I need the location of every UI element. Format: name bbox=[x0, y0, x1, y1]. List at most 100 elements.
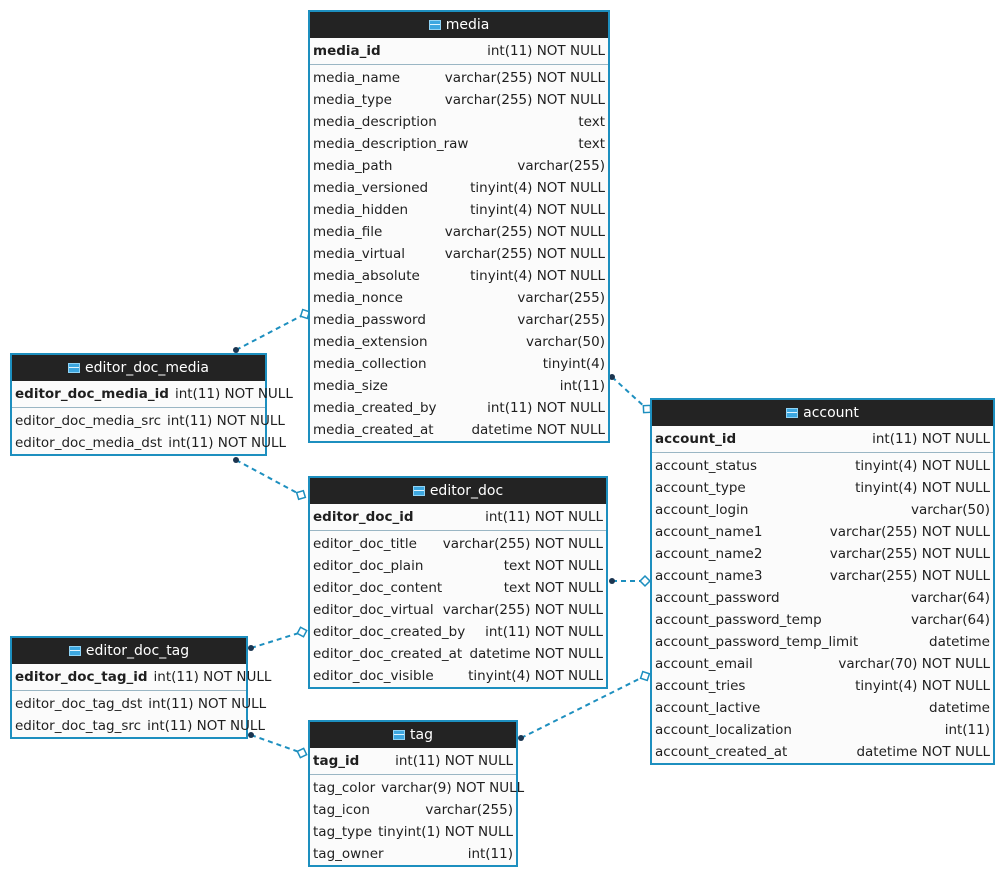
column-name: editor_doc_tag_src bbox=[15, 718, 142, 734]
column-name: editor_doc_tag_id bbox=[15, 669, 148, 685]
column-name: media_virtual bbox=[313, 246, 405, 262]
column-type: int(11) NOT NULL bbox=[174, 386, 293, 402]
column-name: media_created_by bbox=[313, 400, 437, 416]
table-header[interactable]: media bbox=[310, 12, 608, 38]
column-name: media_description bbox=[313, 114, 437, 130]
column-type: int(11) bbox=[559, 378, 605, 394]
relation-target-diamond bbox=[296, 626, 308, 638]
table-editor-doc-tag[interactable]: editor_doc_tag editor_doc_tag_id int(11) N… bbox=[10, 636, 271, 739]
column-name: media_created_at bbox=[313, 422, 434, 438]
column-name: media_absolute bbox=[313, 268, 420, 284]
column-name: tag_id bbox=[313, 753, 360, 769]
column-name: account_tries bbox=[655, 678, 746, 694]
column-name: media_type bbox=[313, 92, 392, 108]
column-name: account_created_at bbox=[655, 744, 788, 760]
column-type: varchar(70) NOT NULL bbox=[838, 656, 990, 672]
column-type: int(11) NOT NULL bbox=[153, 669, 272, 685]
column-name: editor_doc_tag_dst bbox=[15, 696, 143, 712]
relation-line bbox=[235, 313, 306, 351]
column-name: media_versioned bbox=[313, 180, 429, 196]
table-header[interactable]: tag bbox=[310, 722, 516, 748]
relation-line bbox=[250, 631, 303, 649]
column-name: account_name2 bbox=[655, 546, 763, 562]
relation-line bbox=[235, 459, 302, 496]
column-name: media_file bbox=[313, 224, 383, 240]
table-icon bbox=[68, 363, 81, 373]
column-type: text bbox=[578, 136, 605, 152]
table-header[interactable]: account bbox=[652, 400, 993, 426]
table-icon bbox=[786, 408, 799, 418]
primary-key-row[interactable]: editor_doc_tag_id int(11) NOT NULL bbox=[12, 664, 271, 691]
column-type: varchar(255) NOT NULL bbox=[442, 602, 603, 618]
column-name: account_localization bbox=[655, 722, 792, 738]
table-header[interactable]: editor_doc_tag bbox=[12, 638, 246, 664]
table-header[interactable]: editor_doc_media bbox=[12, 355, 265, 381]
column-name: account_name3 bbox=[655, 568, 763, 584]
column-type: int(11) NOT NULL bbox=[485, 624, 603, 640]
column-type: tinyint(1) NOT NULL bbox=[378, 824, 513, 840]
column-name: tag_color bbox=[313, 780, 376, 796]
column-type: tinyint(4) NOT NULL bbox=[468, 668, 603, 684]
table-icon bbox=[393, 730, 406, 740]
column-name: editor_doc_media_src bbox=[15, 413, 161, 429]
table-title: editor_doc_tag bbox=[85, 643, 190, 659]
table-header[interactable]: editor_doc bbox=[310, 478, 606, 504]
